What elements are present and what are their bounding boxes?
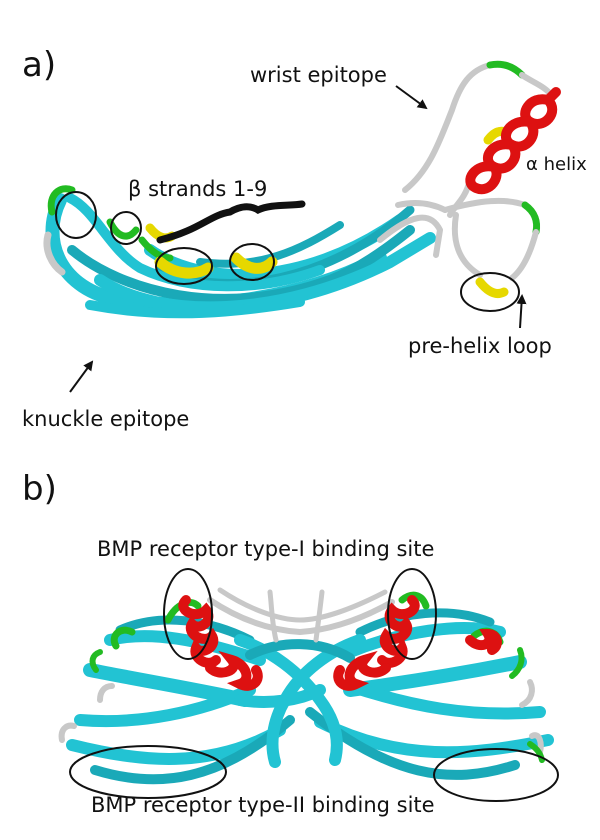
marker-circle (229, 243, 275, 281)
type2-site-left (69, 745, 227, 799)
strand-ribbon (344, 680, 546, 720)
loop-segment (43, 231, 66, 276)
prehelix-arrow (516, 294, 527, 329)
strand-ribbon (115, 615, 255, 645)
alpha-helix-label: α helix (526, 154, 587, 175)
helix-left-upper (178, 595, 221, 668)
turn-segment (486, 60, 526, 79)
bend-segment (230, 252, 278, 274)
loop-segment (58, 722, 77, 743)
turn-segment (89, 649, 103, 673)
type2-site-right (433, 748, 559, 802)
alpha-helix (465, 87, 561, 195)
strand-ribbon (196, 221, 344, 268)
type1-site-label: BMP receptor type-I binding site (97, 537, 434, 561)
panel-b: b) (22, 469, 559, 817)
knuckle-arrow (69, 360, 94, 393)
turn-segment (106, 218, 140, 240)
turn-segment (509, 647, 525, 679)
central-crossing-ribbons (234, 634, 366, 768)
helices-b (178, 595, 502, 691)
loop-segment (217, 587, 388, 623)
turn-segment (110, 626, 136, 650)
wrist-epitope-label: wrist epitope (250, 63, 387, 87)
loop-segment (313, 589, 325, 643)
helix-left-lower (205, 650, 263, 691)
loop-segment (377, 214, 443, 258)
marker-circle (460, 272, 520, 312)
strand-ribbon (85, 297, 305, 319)
marker-circle (55, 191, 97, 239)
helix-right-upper (377, 595, 420, 668)
strand-ribbon (355, 608, 495, 637)
turn-segment (138, 236, 174, 262)
beta-strand-brace (156, 200, 306, 244)
bend-segment (154, 256, 214, 279)
helix-right-lower (333, 650, 391, 691)
wrist-arrow (395, 85, 428, 110)
loop-segment (402, 62, 493, 193)
loop-segment (442, 197, 528, 213)
loop-segment (519, 679, 535, 708)
strand-ribbon (245, 639, 355, 663)
strand-ribbon (104, 630, 266, 666)
strand-ribbon (90, 715, 295, 785)
loop-segment (207, 597, 395, 636)
loop-segment (47, 185, 76, 216)
site-markers-b (69, 568, 559, 802)
loop-segment (509, 229, 539, 281)
type1-site-left (163, 568, 213, 660)
prehelix-loop-label: pre-helix loop (408, 334, 552, 358)
strand-ribbon (67, 225, 415, 304)
site-markers-a (55, 191, 520, 312)
callout-arrows-a (69, 85, 527, 393)
beta-sheet-ribbons (45, 193, 436, 319)
knuckle-epitope-label: knuckle epitope (22, 407, 189, 431)
type2-site-label: BMP receptor type-II binding site (91, 793, 435, 817)
marker-circle (110, 211, 142, 245)
loop-segment (267, 589, 279, 643)
type1-site-right (387, 568, 437, 660)
marker-circle (155, 247, 213, 285)
helix-right-small (465, 628, 502, 655)
loop-segment (97, 683, 115, 703)
panel-b-label: b) (22, 469, 57, 509)
turn-segment (521, 201, 541, 236)
panel-a-label: a) (22, 45, 56, 85)
loop-segment (451, 212, 483, 278)
loop-segment (519, 72, 555, 99)
left-monomer-ribbons (66, 615, 326, 785)
panel-a: a) (22, 45, 587, 431)
turn-segment (398, 591, 430, 610)
beta-strands-label: β strands 1-9 (128, 177, 267, 201)
strand-ribbon (65, 193, 325, 292)
bend-segment (475, 277, 509, 299)
strand-ribbon (74, 684, 256, 728)
